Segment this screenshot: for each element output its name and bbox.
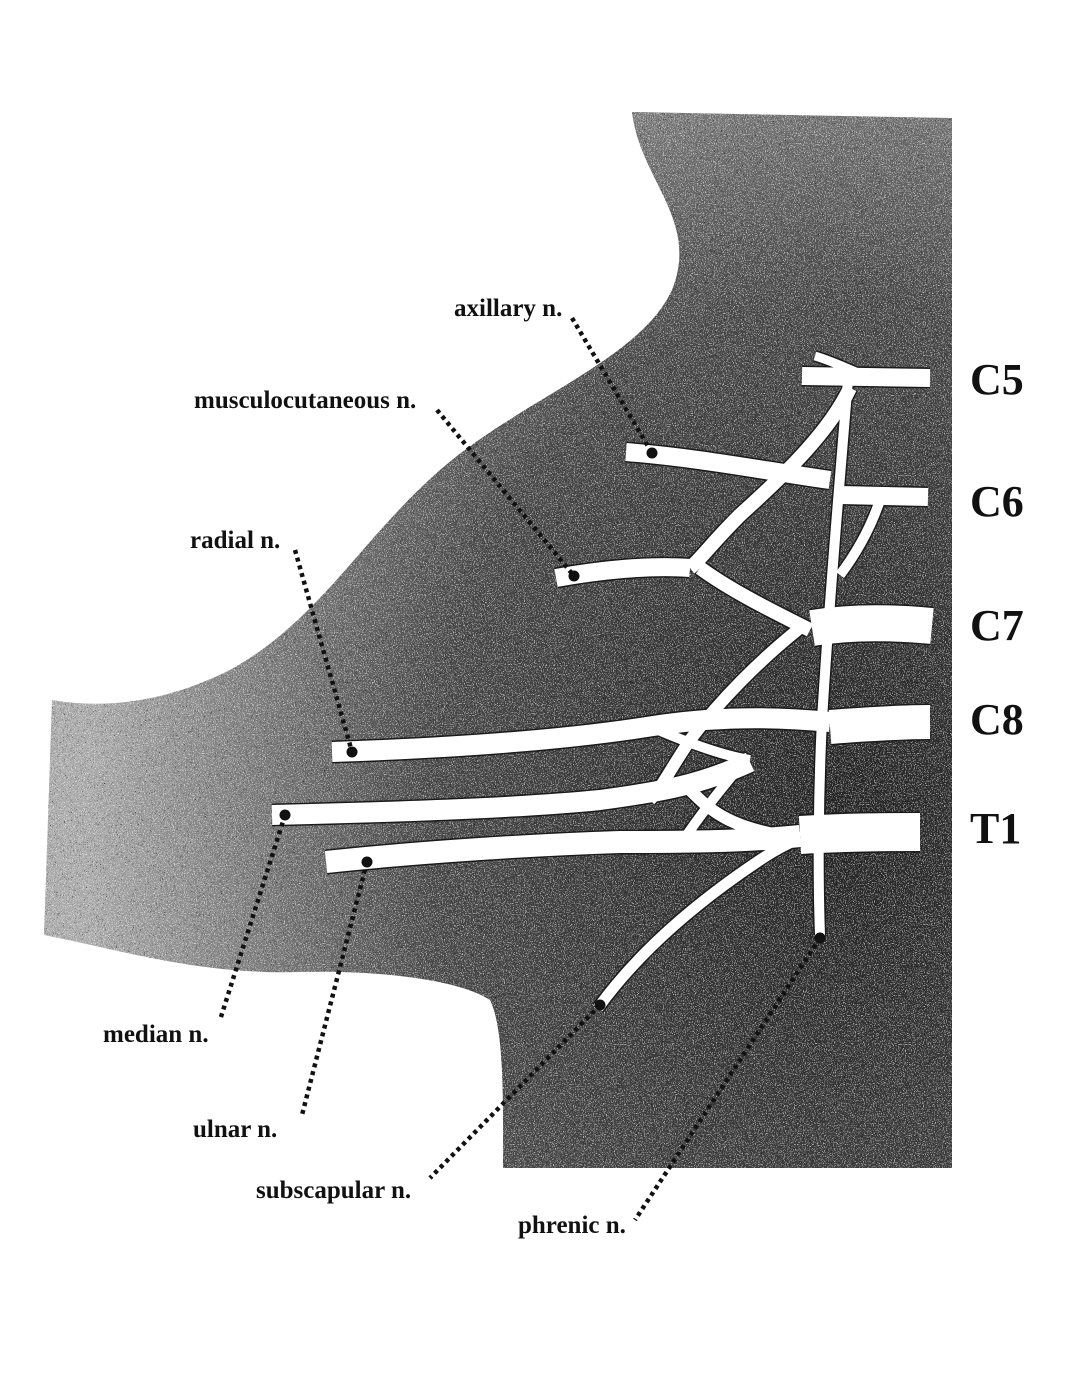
nerve-c6-root [839, 486, 929, 506]
ulnar-dot [361, 856, 373, 868]
nerve-median [271, 752, 755, 825]
label-median-nerve: median n. [103, 1021, 209, 1048]
ulnar-leader [299, 861, 370, 1116]
axillary-leader [570, 316, 654, 455]
axillary-dot [646, 447, 658, 459]
musculocutaneous-leader [435, 408, 576, 578]
subscapular-dot [594, 999, 606, 1011]
label-axillary-nerve: axillary n. [454, 295, 562, 322]
label-phrenic-nerve: phrenic n. [518, 1212, 626, 1239]
radial-leader [292, 549, 355, 753]
nerve-ulnar-link [675, 756, 749, 848]
nerve-subscapular [593, 833, 803, 1012]
nerve-ulnar [324, 825, 802, 873]
median-dot [279, 809, 291, 821]
nerve-trunks [271, 350, 934, 1013]
nerve-phrenic [813, 379, 853, 936]
nerve-c8-root [828, 705, 931, 744]
musculocutaneous-dot [568, 570, 580, 582]
subscapular-leader [428, 1003, 602, 1180]
nerve-lateral-cord [695, 562, 814, 637]
label-root-c5: C5 [970, 355, 1024, 404]
label-root-c8: C8 [970, 695, 1024, 744]
nerve-radial [331, 708, 831, 762]
nerve-labels: axillary n. musculocutaneous n. radial n… [103, 295, 626, 1239]
nerve-c6-branch [835, 498, 885, 578]
root-labels: C5 C6 C7 C8 T1 [970, 355, 1024, 853]
label-root-c6: C6 [970, 477, 1024, 526]
label-ulnar-nerve: ulnar n. [193, 1116, 277, 1143]
leader-lines [217, 316, 826, 1222]
nerve-upper-trunk [685, 384, 857, 574]
label-subscapular-nerve: subscapular n. [256, 1177, 411, 1204]
radial-dot [346, 746, 358, 758]
median-leader [217, 814, 288, 1021]
phrenic-dot [814, 932, 826, 944]
nerve-c5-fork [813, 351, 872, 383]
phrenic-leader [633, 936, 822, 1222]
label-root-t1: T1 [970, 804, 1021, 853]
label-root-c7: C7 [970, 601, 1024, 650]
label-radial-nerve: radial n. [190, 527, 280, 554]
label-musculocutaneous-nerve: musculocutaneous n. [194, 387, 416, 414]
